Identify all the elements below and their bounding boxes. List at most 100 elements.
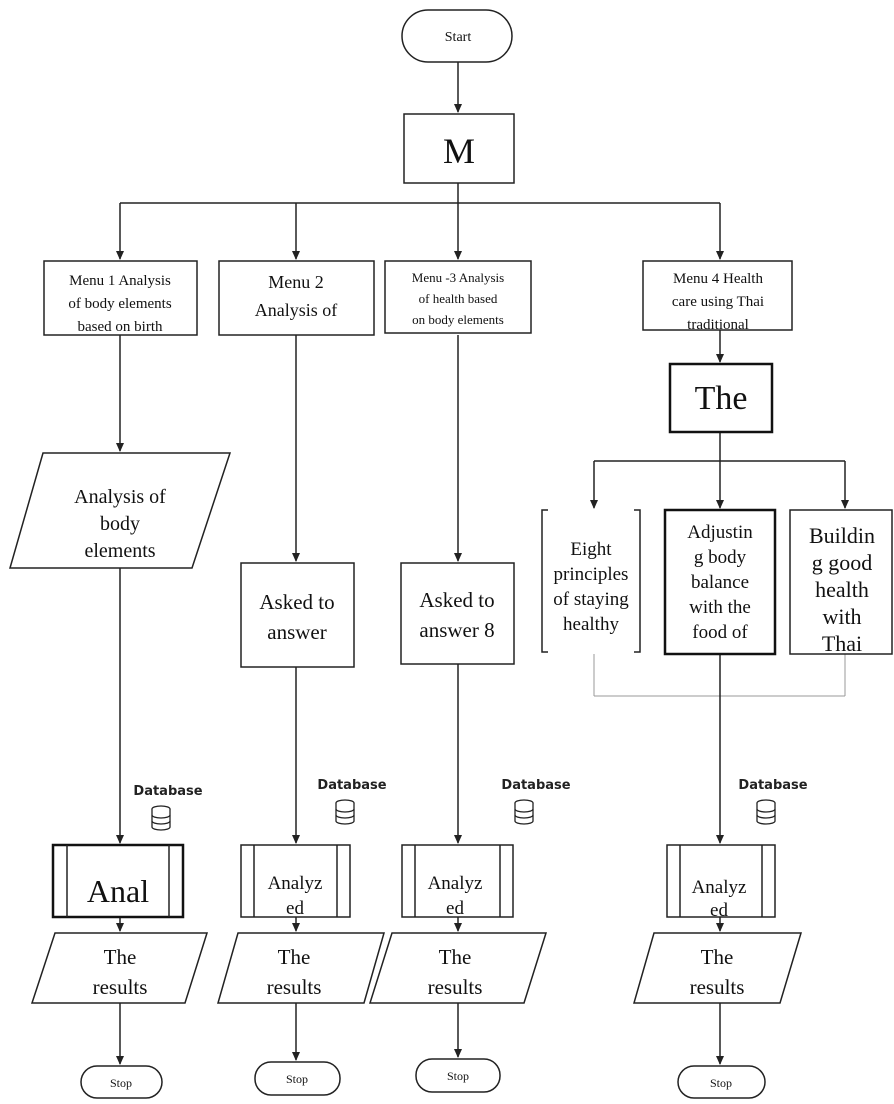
stop-4-label: Stop: [710, 1076, 732, 1090]
eight-line-2: principles: [554, 564, 629, 585]
build-line-4: with: [822, 604, 861, 629]
build-line-3: health: [815, 577, 869, 602]
main-label: M: [443, 131, 475, 171]
the-shape: [668, 362, 774, 434]
menu-3-line-3: on body elements: [412, 312, 504, 327]
adjust-line-5: food of: [692, 622, 748, 643]
results-3-shape: [368, 932, 548, 1004]
results-4: The results: [633, 932, 803, 1004]
stop-1-shape: [80, 1065, 163, 1099]
stop-2-label: Stop: [286, 1072, 308, 1086]
the-label: The: [695, 380, 748, 417]
build-line-1: Buildin: [809, 523, 875, 548]
results-4-line-1: The: [701, 945, 734, 969]
build-line-2: g good: [812, 550, 873, 575]
menu-1-line-2: of body elements: [68, 296, 171, 312]
process-3-line-1: Analyz: [428, 873, 483, 894]
menu-3-box: Menu -3 Analysis of health based on body…: [384, 260, 532, 334]
asked-3-shape: [400, 562, 515, 665]
process-4: Analyz ed: [666, 844, 776, 921]
menu-1-shape: [43, 260, 198, 336]
input-1-line-2: body: [100, 513, 140, 535]
connectors: [116, 62, 849, 1065]
stop-4-shape: [677, 1065, 766, 1099]
database-1-icon: [151, 805, 171, 831]
process-1: Anal: [51, 843, 185, 919]
database-3-icon: [514, 799, 534, 825]
results-4-line-2: results: [690, 975, 745, 999]
asked-to-answer-2: Asked to answer: [240, 562, 355, 668]
asked-to-answer-3: Asked to answer 8: [400, 562, 515, 665]
stop-4: Stop: [677, 1065, 766, 1099]
stop-3: Stop: [415, 1058, 501, 1093]
process-3: Analyz ed: [401, 844, 514, 919]
the-box: The: [668, 362, 774, 434]
results-2-line-1: The: [278, 945, 311, 969]
results-2: The results: [217, 932, 385, 1004]
process-1-label: Anal: [87, 873, 149, 909]
database-4-label: Database: [738, 778, 807, 793]
input-1-line-1: Analysis of: [74, 486, 166, 508]
main-shape: [403, 113, 515, 184]
asked-2-line-1: Asked to: [259, 590, 334, 614]
process-2-shape: [240, 844, 351, 918]
menu-3-shape: [384, 260, 532, 334]
database-4-icon: [756, 799, 776, 825]
process-2-line-1: Analyz: [268, 873, 323, 894]
asked-3-line-2: answer 8: [419, 618, 494, 642]
menu-1-box: Menu 1 Analysis of body elements based o…: [43, 260, 198, 336]
menu-2-line-1: Menu 2: [268, 272, 324, 292]
stop-1-label: Stop: [110, 1076, 132, 1090]
stop-2: Stop: [254, 1061, 341, 1096]
results-1-line-2: results: [93, 975, 148, 999]
database-4: Database: [738, 778, 808, 825]
menu-2-box: Menu 2 Analysis of: [218, 260, 375, 336]
process-2: Analyz ed: [240, 844, 351, 919]
adjust-line-1: Adjustin: [687, 522, 753, 543]
adjusting-body-box: Adjustin g body balance with the food of: [663, 508, 777, 656]
menu-1-line-1: Menu 1 Analysis: [69, 273, 171, 289]
results-4-shape: [633, 932, 803, 1004]
menu-3-line-1: Menu -3 Analysis: [412, 270, 504, 285]
adjust-line-3: balance: [691, 572, 749, 593]
results-3-line-2: results: [428, 975, 483, 999]
asked-3-line-1: Asked to: [419, 588, 494, 612]
adjust-line-2: g body: [694, 547, 747, 568]
menu-2-line-2: Analysis of: [255, 300, 338, 320]
asked-2-line-2: answer: [267, 620, 326, 644]
results-1-line-1: The: [104, 945, 137, 969]
database-2-icon: [335, 799, 355, 825]
results-3: The results: [368, 932, 548, 1004]
menu-4-line-3: traditional: [687, 317, 749, 333]
results-1-shape: [30, 932, 209, 1004]
stop-2-shape: [254, 1061, 341, 1096]
menu-4-box: Menu 4 Health care using Thai traditiona…: [642, 260, 793, 333]
eight-line-4: healthy: [563, 614, 619, 635]
results-1: The results: [30, 932, 209, 1004]
input-1-line-3: elements: [84, 540, 155, 562]
database-2-label: Database: [317, 778, 386, 793]
database-3: Database: [501, 778, 571, 825]
asked-2-shape: [240, 562, 355, 668]
process-4-line-2: ed: [710, 900, 728, 921]
process-3-shape: [401, 844, 514, 918]
adjust-line-4: with the: [689, 597, 751, 618]
build-line-5: Thai: [822, 631, 862, 656]
eight-principles-bracket: [541, 509, 641, 653]
process-4-line-1: Analyz: [692, 877, 747, 898]
menu-4-line-1: Menu 4 Health: [673, 271, 763, 287]
database-1-label: Database: [133, 784, 202, 799]
database-2: Database: [317, 778, 387, 825]
process-2-line-2: ed: [286, 898, 304, 919]
input-1-shape: [9, 452, 232, 569]
start-label: Start: [445, 30, 472, 45]
process-4-shape: [666, 844, 776, 918]
adjusting-shape: [663, 508, 777, 656]
main-menu-box: M: [403, 113, 515, 184]
stop-3-label: Stop: [447, 1069, 469, 1083]
process-3-line-2: ed: [446, 898, 464, 919]
input-analysis-body-elements: Analysis of body elements: [9, 452, 232, 569]
database-3-label: Database: [501, 778, 570, 793]
